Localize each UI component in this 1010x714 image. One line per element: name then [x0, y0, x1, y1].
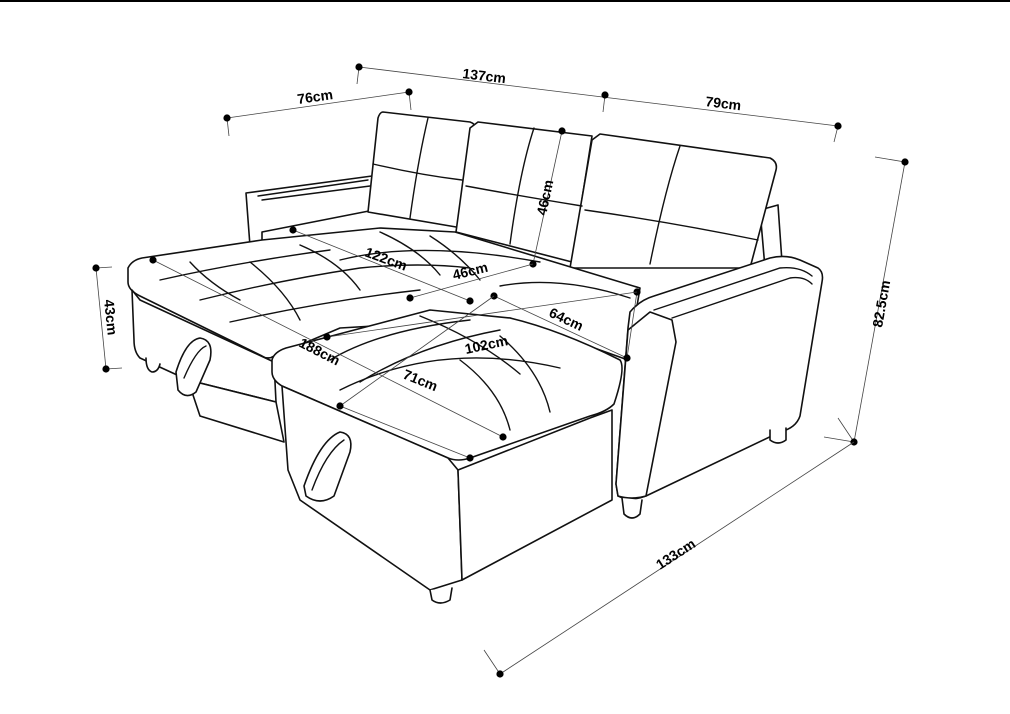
- label-right-section-width: 79cm: [705, 93, 742, 113]
- label-seat-height: 43cm: [101, 299, 121, 336]
- label-overall-depth: 133cm: [653, 535, 698, 572]
- dimension-lines: [92, 63, 909, 678]
- sofa-drawing: [127, 111, 824, 604]
- label-overall-height: 82.5cm: [869, 279, 893, 329]
- top-border: [0, 0, 1010, 2]
- label-overall-width: 137cm: [462, 65, 507, 86]
- label-back-cushion-height: 46cm: [533, 178, 556, 216]
- label-left-section-width: 76cm: [296, 86, 334, 107]
